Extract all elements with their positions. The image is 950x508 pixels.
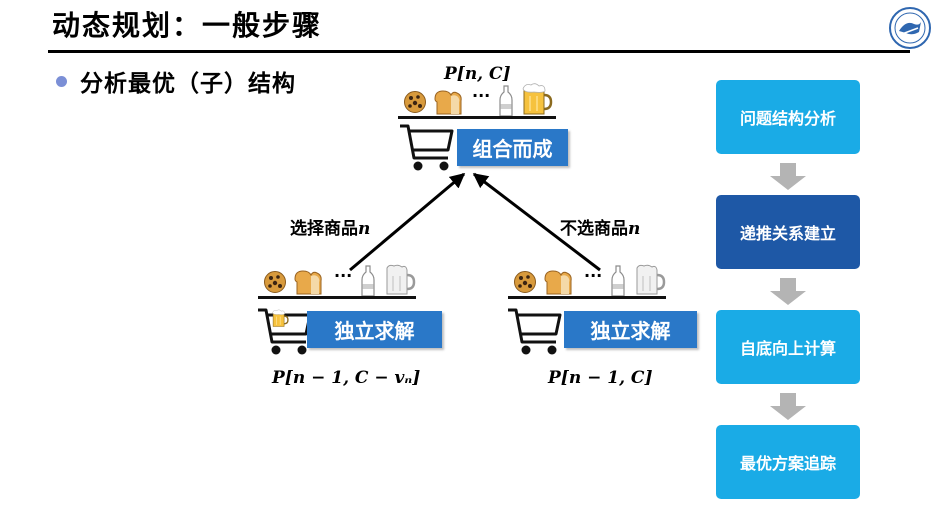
cookie-icon: [514, 271, 536, 293]
slide-title: 动态规划：一般步骤: [52, 9, 323, 42]
down-arrow-icon: [770, 163, 806, 190]
beer-mug-icon: [385, 263, 416, 296]
edge-label-text: 选择商品: [290, 219, 358, 239]
edge-label-var: n: [628, 219, 641, 239]
right-items-shelf: [508, 263, 666, 299]
edge-label-select: 选择商品n: [290, 214, 370, 239]
bottle-icon: [611, 265, 625, 297]
top-formula: P[n, C]: [444, 64, 511, 84]
step-recurrence: 递推关系建立: [716, 195, 860, 269]
items-ellipsis: ···: [334, 266, 353, 285]
university-logo-icon: [889, 7, 931, 49]
combine-label: 组合而成: [457, 129, 568, 166]
step-problem-analysis: 问题结构分析: [716, 80, 860, 154]
shopping-cart-icon: [506, 308, 562, 356]
right-formula: P[n − 1, C]: [548, 368, 653, 388]
edge-label-skip: 不选商品n: [560, 214, 640, 239]
bread-icon: [544, 270, 572, 295]
down-arrow-icon: [770, 278, 806, 305]
cookie-icon: [264, 271, 286, 293]
bottle-icon: [361, 265, 375, 297]
items-ellipsis: ···: [584, 266, 603, 285]
edge-label-text: 不选商品: [560, 219, 628, 239]
beer-mug-icon: [271, 309, 289, 328]
left-formula: P[n − 1, C − vₙ]: [272, 368, 421, 388]
shelf-line: [508, 296, 666, 299]
cookie-icon: [404, 91, 426, 113]
bottle-icon: [499, 85, 513, 117]
top-items-shelf: [398, 82, 556, 119]
beer-mug-icon: [635, 263, 666, 296]
left-items-shelf: [258, 263, 416, 299]
arrow-right-to-top: [472, 172, 601, 272]
down-arrow-icon: [770, 393, 806, 420]
items-ellipsis: ···: [472, 86, 491, 105]
title-divider: [48, 50, 910, 53]
solve-label-right: 独立求解: [564, 311, 697, 348]
beer-mug-icon: [521, 82, 553, 116]
shelf-line: [258, 296, 416, 299]
arrow-left-to-top: [349, 172, 466, 272]
bread-icon: [294, 270, 322, 295]
bullet-marker: [56, 76, 67, 87]
shopping-cart-icon: [398, 124, 454, 172]
edge-label-var: n: [358, 219, 371, 239]
bread-icon: [434, 90, 462, 115]
solve-label-left: 独立求解: [307, 311, 442, 348]
bullet-text: 分析最优（子）结构: [80, 71, 296, 97]
step-trace-solution: 最优方案追踪: [716, 425, 860, 499]
step-arrows: [770, 163, 806, 420]
shelf-line: [398, 116, 556, 119]
step-bottom-up: 自底向上计算: [716, 310, 860, 384]
